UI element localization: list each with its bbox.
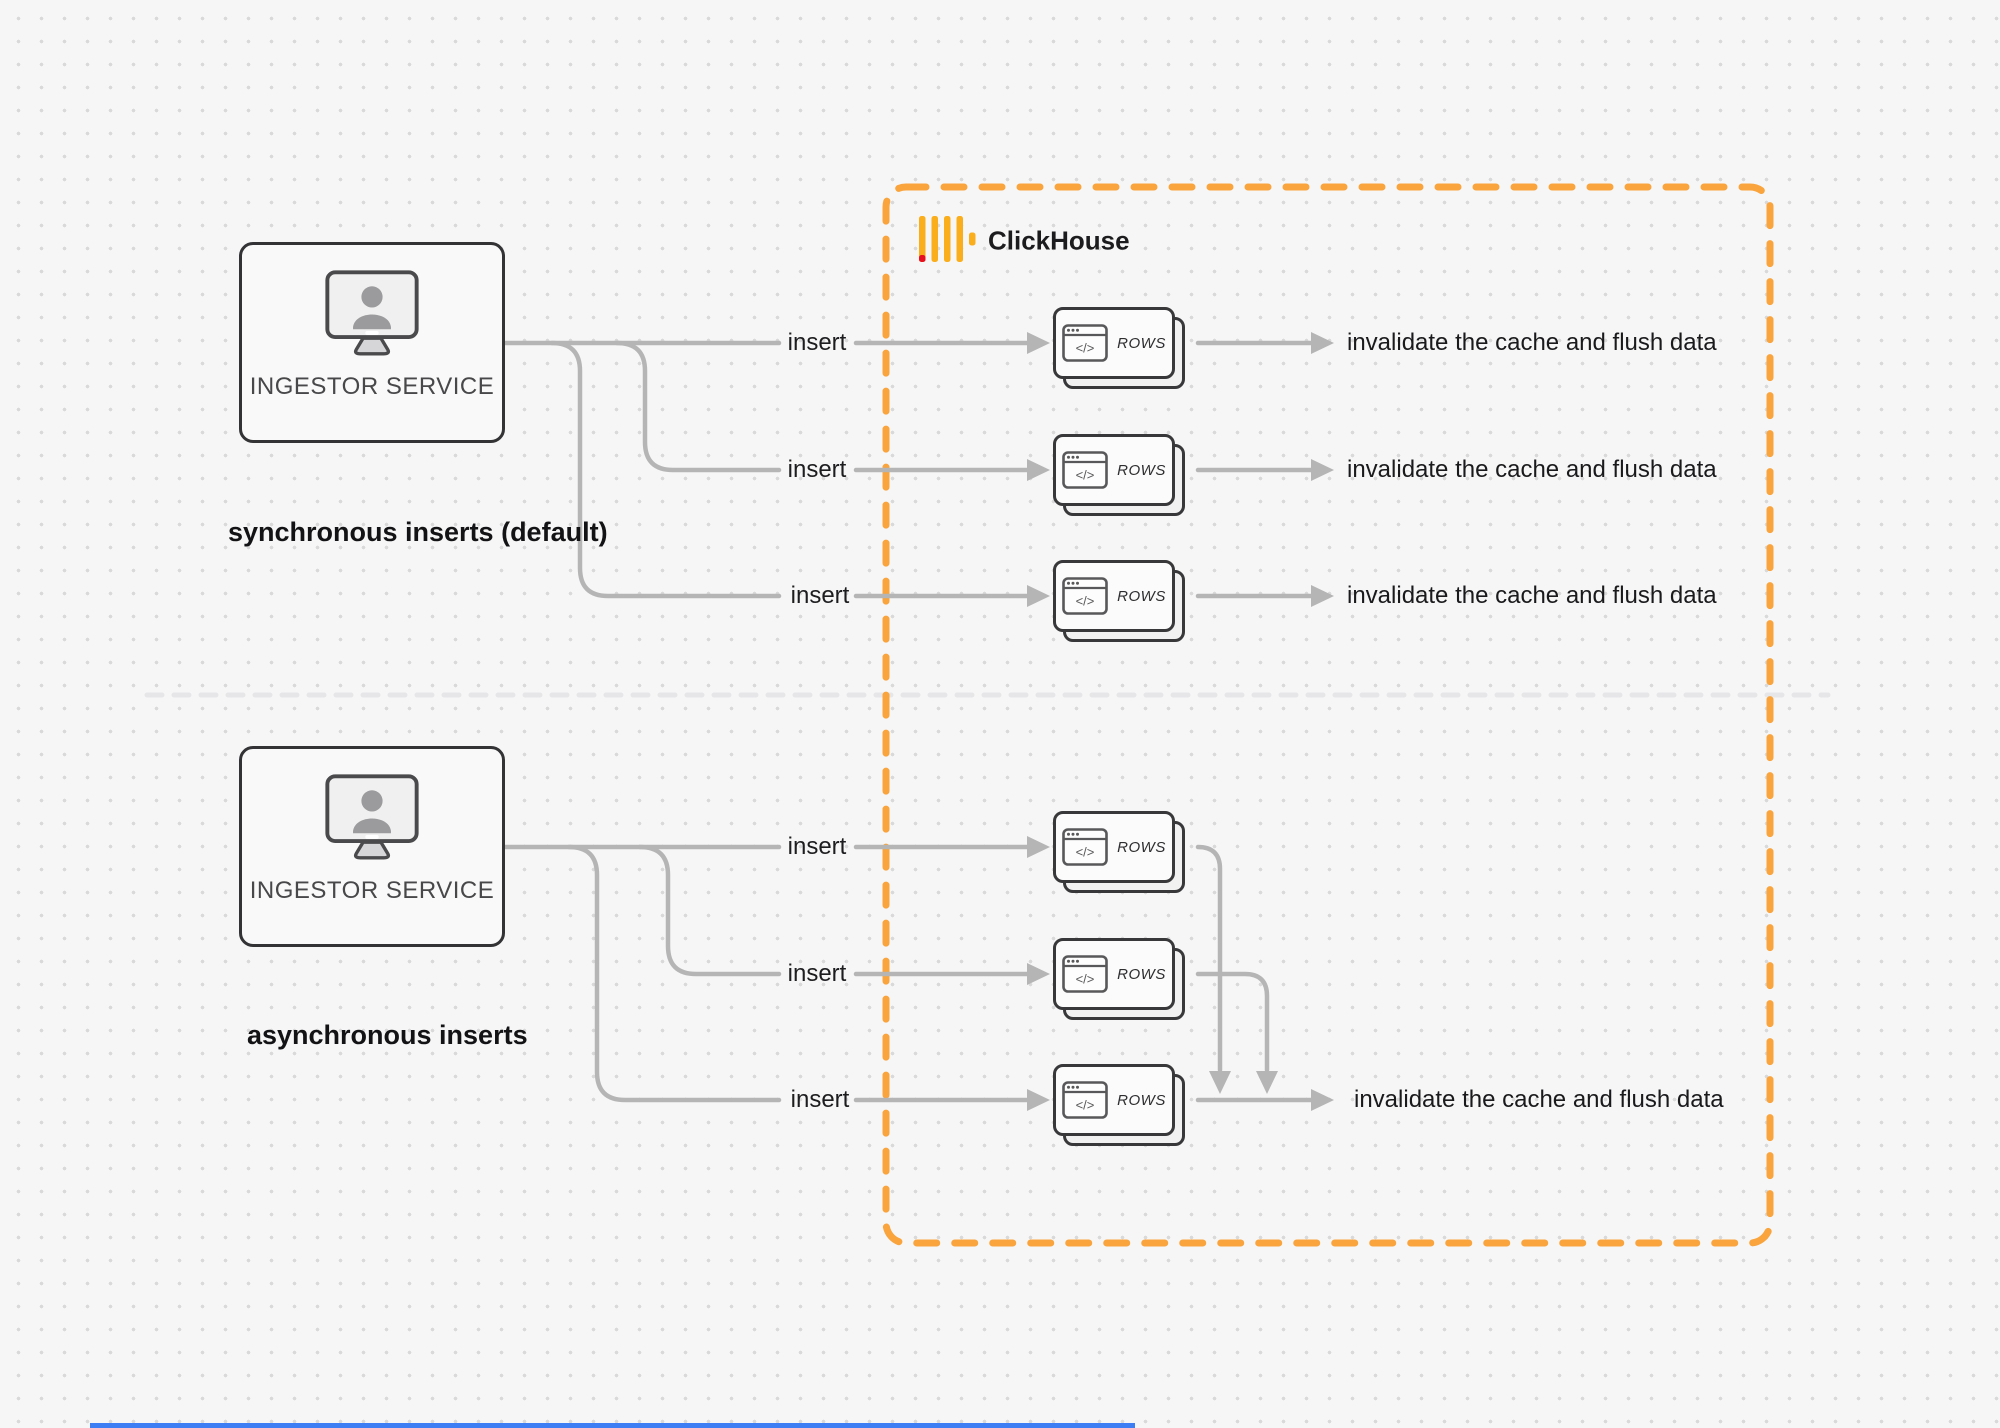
arrowhead-into-card: [1027, 459, 1050, 481]
async-branch-row2: [637, 844, 782, 977]
insert-label: insert: [790, 582, 850, 609]
code-window-icon: </>: [1062, 1081, 1108, 1119]
rows-card-label: ROWS: [1117, 461, 1166, 479]
code-glyph: </>: [1076, 594, 1095, 609]
rows-card-stack: </> ROWS: [1053, 811, 1187, 895]
code-window-icon: </>: [1062, 955, 1108, 993]
rows-card-stack: </> ROWS: [1053, 560, 1187, 644]
sync-section-title: synchronous inserts (default): [228, 517, 608, 547]
code-glyph: </>: [1076, 1098, 1095, 1113]
rows-card-stack: </> ROWS: [1053, 307, 1187, 391]
arrowhead-into-card: [1027, 963, 1050, 985]
insert-label: insert: [787, 329, 847, 356]
arrowheads: [1027, 332, 1334, 1111]
arrowhead-into-card: [1027, 332, 1050, 354]
ingestor-service-box-async: INGESTOR SERVICE: [239, 746, 505, 947]
arrowhead-result: [1311, 585, 1334, 607]
code-window-icon: </>: [1062, 451, 1108, 489]
code-glyph: </>: [1076, 845, 1095, 860]
code-window-icon: </>: [1062, 577, 1108, 615]
clickhouse-wordmark: ClickHouse: [988, 225, 1130, 256]
arrowhead-into-card: [1027, 1089, 1050, 1111]
monitor-user-icon: [325, 270, 419, 356]
sync-branch-row2: [614, 340, 782, 473]
code-glyph: </>: [1076, 341, 1095, 356]
rows-card: </> ROWS: [1053, 307, 1175, 379]
ingestor-service-box-sync: INGESTOR SERVICE: [239, 242, 505, 443]
arrowhead-into-card: [1027, 836, 1050, 858]
async-card1-down-line: [1195, 844, 1223, 1073]
result-label: invalidate the cache and flush data: [1354, 1086, 1724, 1113]
rows-card: </> ROWS: [1053, 811, 1175, 883]
async-branch-row3: [566, 844, 782, 1103]
async-connectors: [502, 844, 1315, 1103]
clickhouse-boundary-dashed-box: [882, 183, 1774, 1247]
insert-label: insert: [787, 456, 847, 483]
rows-card: </> ROWS: [1053, 560, 1175, 632]
arrowhead-into-card: [1027, 585, 1050, 607]
bottom-edge-accent-bar: [90, 1423, 1135, 1428]
result-label: invalidate the cache and flush data: [1347, 329, 1717, 356]
rows-card-label: ROWS: [1117, 587, 1166, 605]
code-glyph: </>: [1076, 972, 1095, 987]
rows-card: </> ROWS: [1053, 938, 1175, 1010]
ingestor-service-label: INGESTOR SERVICE: [249, 877, 495, 904]
insert-label: insert: [787, 833, 847, 860]
async-card2-down-line: [1195, 971, 1270, 1073]
rows-card-stack: </> ROWS: [1053, 938, 1187, 1022]
result-label: invalidate the cache and flush data: [1347, 456, 1717, 483]
arrowhead-down: [1256, 1071, 1278, 1094]
rows-card: </> ROWS: [1053, 1064, 1175, 1136]
clickhouse-logo: [919, 216, 977, 266]
clickhouse-logo-icon: [919, 216, 976, 262]
sync-connectors: [502, 340, 1315, 599]
rows-card-label: ROWS: [1117, 838, 1166, 856]
rows-card-label: ROWS: [1117, 1091, 1166, 1109]
arrowhead-result: [1311, 332, 1334, 354]
code-window-icon: </>: [1062, 324, 1108, 362]
arrowhead-down: [1209, 1071, 1231, 1094]
code-window-icon: </>: [1062, 828, 1108, 866]
ingestor-service-label: INGESTOR SERVICE: [249, 373, 495, 400]
rows-card-label: ROWS: [1117, 965, 1166, 983]
arrowhead-result: [1311, 459, 1334, 481]
arrowhead-result: [1311, 1089, 1334, 1111]
code-glyph: </>: [1076, 468, 1095, 483]
rows-card-stack: </> ROWS: [1053, 1064, 1187, 1148]
rows-card-stack: </> ROWS: [1053, 434, 1187, 518]
async-section-title: asynchronous inserts: [247, 1020, 528, 1050]
insert-label: insert: [787, 960, 847, 987]
rows-card: </> ROWS: [1053, 434, 1175, 506]
insert-label: insert: [790, 1086, 850, 1113]
result-label: invalidate the cache and flush data: [1347, 582, 1717, 609]
monitor-user-icon: [325, 774, 419, 860]
rows-card-label: ROWS: [1117, 334, 1166, 352]
sync-branch-row3: [549, 340, 782, 599]
